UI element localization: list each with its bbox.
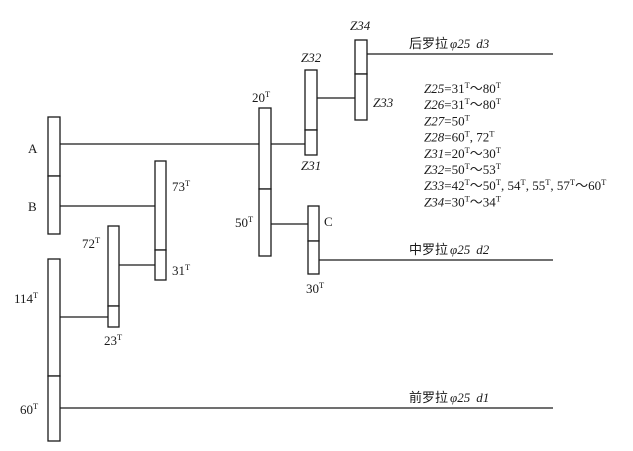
gear-Z32 xyxy=(304,69,318,131)
tooth-range-z32: Z32=50T～53T xyxy=(424,161,502,177)
gear-Z31 xyxy=(304,129,318,156)
tooth-range-z34: Z34=30T～34T xyxy=(424,193,502,209)
gear-23T xyxy=(107,305,120,328)
gear-C-upper xyxy=(307,205,320,242)
label-50T: 50T xyxy=(235,214,254,230)
tooth-range-z33: Z33=42T～50T, 54T, 55T, 57T～60T xyxy=(424,177,607,193)
tooth-range-z27: Z27=50T xyxy=(424,112,471,128)
label-B: B xyxy=(28,199,37,214)
label-Z31: Z31 xyxy=(301,158,321,173)
gear-Z33 xyxy=(354,73,368,121)
gear-50T xyxy=(258,188,272,257)
tooth-range-z25: Z25=31T～80T xyxy=(424,80,502,96)
label-20T: 20T xyxy=(252,89,271,105)
tooth-range-z31: Z31=20T～30T xyxy=(424,145,502,161)
tooth-range-z28: Z28=60T, 72T xyxy=(424,129,495,145)
label-Z34: Z34 xyxy=(350,18,371,33)
label-60T: 60T xyxy=(20,401,39,417)
gear-31T xyxy=(154,249,167,281)
label-30T: 30T xyxy=(306,280,325,296)
tooth-range-z26: Z26=31T～80T xyxy=(424,96,502,112)
gear-73T xyxy=(154,160,167,251)
gear-114T xyxy=(47,258,61,377)
gear-C-lower xyxy=(307,240,320,275)
gear-72T xyxy=(107,225,120,307)
label-Z32: Z32 xyxy=(301,50,322,65)
gear-60T xyxy=(47,375,61,442)
label-23T: 23T xyxy=(104,332,123,348)
label-A: A xyxy=(28,141,38,156)
gear-20T xyxy=(258,107,272,190)
label-31T: 31T xyxy=(172,262,191,278)
gear-A xyxy=(47,116,61,177)
gear-B xyxy=(47,175,61,235)
label-73T: 73T xyxy=(172,178,191,194)
label-72T: 72T xyxy=(82,235,101,251)
gear-Z34 xyxy=(354,39,368,75)
label-C: C xyxy=(324,214,333,229)
label-114T: 114T xyxy=(14,290,39,306)
label-Z33: Z33 xyxy=(373,95,394,110)
